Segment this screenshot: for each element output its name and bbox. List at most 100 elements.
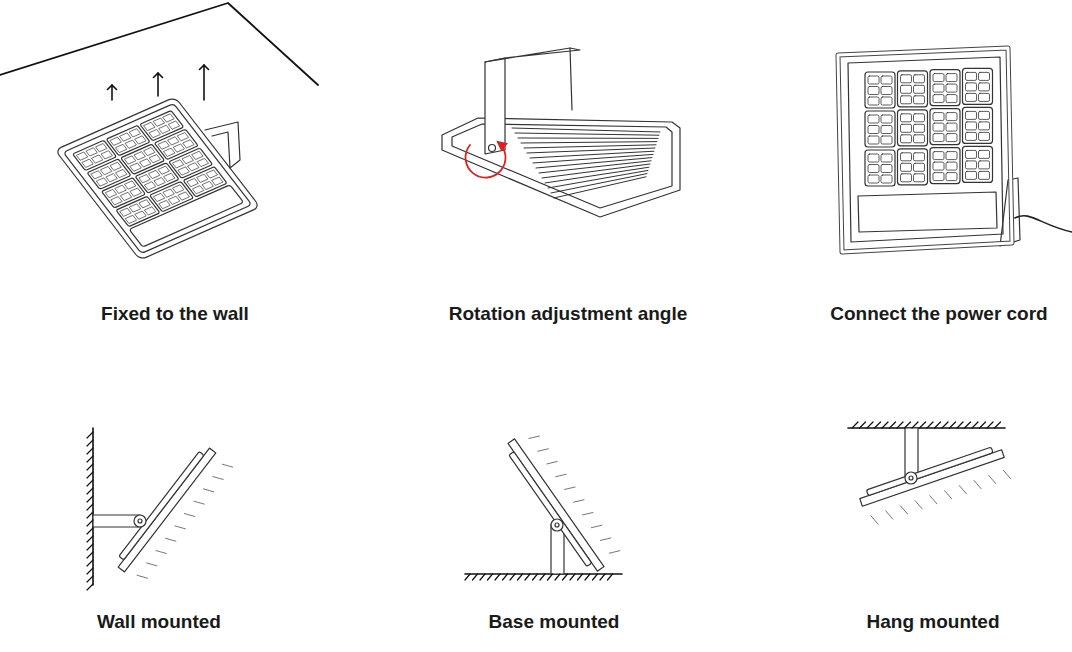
led-chip [881,154,892,162]
hatch [548,574,553,580]
housing-back [442,118,680,217]
led-chip [868,87,879,95]
led-chip [101,151,112,159]
led-chip [946,84,957,92]
housing-outer-fill [838,48,1012,252]
led-chip [901,135,912,143]
led-chip [901,75,912,83]
led-chip [901,174,912,182]
led-chip [933,113,944,121]
led-chip [197,174,208,182]
led-chip [966,161,977,169]
led-module [140,111,184,141]
led-chip [134,152,145,160]
led-chip [154,177,165,185]
housing-outer [838,48,1012,252]
led-chip [116,144,127,152]
light-ray [547,462,557,464]
hatch [87,496,93,502]
caption: Hang mounted [867,611,1000,633]
led-chip [178,192,189,200]
light-ray [156,551,166,554]
led-chip [126,215,137,223]
caption: Base mounted [489,611,620,633]
led-module [963,146,993,182]
hatch [980,422,986,428]
led-chip [914,135,925,143]
led-chip [901,114,912,122]
led-chip [881,115,892,123]
led-chip [946,74,957,82]
led-module [865,72,895,108]
led-chip [966,122,977,130]
led-chip [901,96,912,104]
led-chip [881,126,892,134]
led-module [930,109,960,145]
led-chip [173,144,184,152]
led-chip [901,163,912,171]
hatch [957,422,963,428]
hatch [87,432,93,438]
light-ray [945,491,952,499]
fin [521,142,657,143]
led-chip [154,118,165,126]
led-chip [868,136,879,144]
led-chip [933,152,944,160]
fin [515,133,659,135]
led-chip [187,178,198,186]
led-chip [914,153,925,161]
hatch [87,480,93,486]
light-ray [175,526,185,529]
led-chip [946,173,957,181]
led-chip [159,125,170,133]
hang-mounted-light [858,444,1004,506]
led-chip [979,161,990,169]
led-chip [933,123,944,131]
led-chip [188,163,199,171]
led-module [169,148,213,178]
led-module [963,107,993,143]
hatch [480,574,485,580]
led-chip [868,115,879,123]
hatch [585,574,590,580]
hatch [600,574,605,580]
light-ray [565,487,575,489]
hatch [578,574,583,580]
led-chip [125,140,136,148]
led-chip [91,171,102,179]
led-chip [868,76,879,84]
light-ray [930,496,937,504]
led-chip [914,114,925,122]
led-chip [192,151,203,159]
led-chip [115,185,126,193]
led-chip [96,144,107,152]
led-chip [901,85,912,93]
fin [545,167,649,183]
rotation-figure [442,48,680,217]
light-ray [871,516,878,524]
light-ray [886,511,893,519]
led-chip [868,175,879,183]
led-chip [110,162,121,170]
led-chip [933,95,944,103]
led-module [865,150,895,186]
bracket-arm [485,58,505,154]
led-chip [979,83,990,91]
hatch [87,576,93,582]
led-chip [966,132,977,140]
led-chip [173,160,184,168]
led-chip [139,200,150,208]
led-chip [901,124,912,132]
hatch [987,422,993,428]
led-chip [979,171,990,179]
led-module [930,148,960,184]
led-chip [120,133,131,141]
led-chip [149,155,160,163]
led-chip [178,133,189,141]
hatch [860,422,866,428]
light-ray [915,501,922,509]
hatch [503,574,508,580]
hatch [852,422,858,428]
led-chip [145,207,156,215]
fin [551,174,647,193]
